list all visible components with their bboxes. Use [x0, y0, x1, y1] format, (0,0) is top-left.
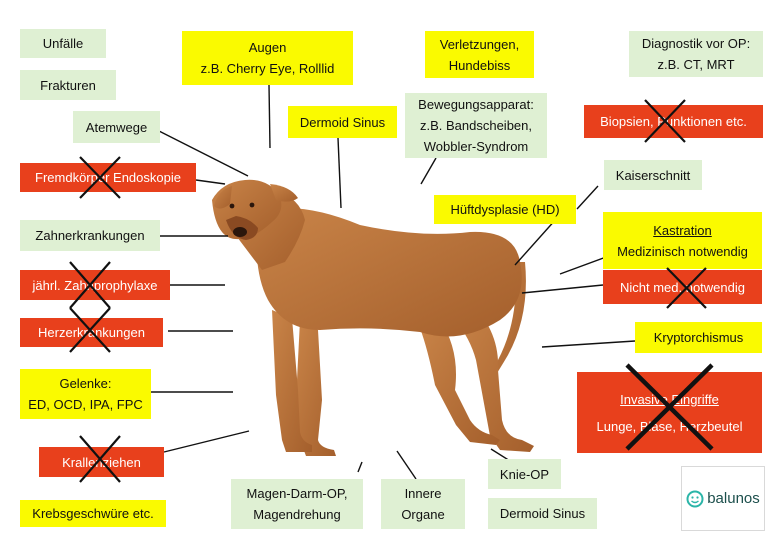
- label-knie: Knie-OP: [499, 466, 550, 482]
- box-magen-darm: Magen-Darm-OP, Magendrehung: [231, 479, 363, 529]
- box-invasive-eingriffe: Invasive Eingriffe Lunge, Blase, Herzbeu…: [577, 372, 762, 453]
- box-bewegungsapparat: Bewegungsapparat: z.B. Bandscheiben, Wob…: [405, 93, 547, 158]
- box-zahnprophylaxe: jährl. Zahnprophylaxe: [20, 270, 170, 300]
- box-unfaelle: Unfälle: [20, 29, 106, 58]
- logo-text: balunos: [707, 490, 760, 507]
- label-invasive: Invasive Eingriffe: [620, 391, 719, 407]
- label-gelenke-2: ED, OCD, IPA, FPC: [28, 397, 143, 412]
- box-atemwege: Atemwege: [73, 111, 160, 143]
- label-diagnostik-2: z.B. CT, MRT: [657, 57, 735, 72]
- label-gelenke-1: Gelenke:: [59, 376, 112, 391]
- balunos-logo-icon: [686, 490, 704, 507]
- label-diagnostik-1: Diagnostik vor OP:: [641, 36, 751, 51]
- cross-biopsien: [644, 99, 686, 143]
- balunos-logo: balunos: [681, 466, 765, 531]
- label-magen-1: Magen-Darm-OP,: [246, 486, 348, 501]
- label-bewegung-2: z.B. Bandscheiben,: [419, 118, 533, 133]
- cross-herzerkrankungen: [69, 307, 111, 353]
- box-knie-op: Knie-OP: [488, 459, 561, 489]
- label-hd: Hüftdysplasie (HD): [450, 202, 560, 217]
- box-verletzungen: Verletzungen, Hundebiss: [425, 31, 534, 78]
- cross-zahnprophylaxe: [69, 261, 111, 309]
- cross-fremdkoerper: [79, 156, 121, 199]
- label-verletzungen-2: Hundebiss: [448, 57, 511, 73]
- label-kryptorchismus: Kryptorchismus: [653, 330, 744, 345]
- label-augen-2: z.B. Cherry Eye, Rolllid: [200, 61, 335, 76]
- box-zahnerkrankungen: Zahnerkrankungen: [20, 220, 160, 251]
- label-magen-2: Magendrehung: [253, 507, 341, 522]
- box-kaiserschnitt: Kaiserschnitt: [604, 160, 702, 190]
- label-zahnprophylaxe: jährl. Zahnprophylaxe: [32, 277, 158, 293]
- label-nicht-med: Nicht med. notwendig: [619, 279, 745, 295]
- box-biopsien: Biopsien, Punktionen etc.: [584, 105, 763, 138]
- label-innere-2: Organe: [401, 507, 445, 522]
- box-kastration: Kastration Medizinisch notwendig: [603, 212, 762, 269]
- cross-nicht-med: [666, 267, 707, 309]
- label-augen-1: Augen: [248, 40, 287, 55]
- box-innere-organe: Innere Organe: [381, 479, 465, 529]
- label-innere-1: Innere: [404, 486, 442, 501]
- box-nicht-med-notwendig: Nicht med. notwendig: [603, 270, 762, 304]
- label-dermoid-top: Dermoid Sinus: [299, 114, 386, 130]
- label-bewegung-1: Bewegungsapparat:: [418, 97, 534, 112]
- box-dermoid-sinus-bottom: Dermoid Sinus: [488, 498, 597, 529]
- cross-krallenziehen: [79, 435, 121, 483]
- label-invasive-sub: Lunge, Blase, Herzbeutel: [596, 418, 743, 434]
- label-unfaelle: Unfälle: [42, 36, 84, 51]
- label-kastration: Kastration: [653, 222, 712, 238]
- cross-invasive: [625, 363, 714, 451]
- label-frakturen: Frakturen: [40, 77, 96, 93]
- box-augen: Augen z.B. Cherry Eye, Rolllid: [182, 31, 353, 85]
- box-hueftdysplasie: Hüftdysplasie (HD): [434, 195, 576, 224]
- box-frakturen: Frakturen: [20, 70, 116, 100]
- box-diagnostik: Diagnostik vor OP: z.B. CT, MRT: [629, 31, 763, 77]
- box-dermoid-sinus-top: Dermoid Sinus: [288, 106, 397, 138]
- label-bewegung-3: Wobbler-Syndrom: [423, 139, 529, 154]
- label-fremdkoerper: Fremdkörper Endoskopie: [35, 170, 181, 185]
- label-zahnerkrankungen: Zahnerkrankungen: [35, 228, 145, 243]
- box-kryptorchismus: Kryptorchismus: [635, 322, 762, 353]
- box-krebsgeschwuere: Krebsgeschwüre etc.: [20, 500, 166, 527]
- label-kaiserschnitt: Kaiserschnitt: [615, 167, 691, 183]
- label-krebsgeschwuere: Krebsgeschwüre etc.: [32, 506, 154, 521]
- label-kastration-med: Medizinisch notwendig: [617, 243, 748, 259]
- label-dermoid-bottom: Dermoid Sinus: [499, 506, 586, 521]
- label-atemwege: Atemwege: [85, 119, 148, 135]
- box-gelenke: Gelenke: ED, OCD, IPA, FPC: [20, 369, 151, 419]
- label-biopsien: Biopsien, Punktionen etc.: [600, 114, 747, 129]
- label-verletzungen-1: Verletzungen,: [439, 36, 520, 52]
